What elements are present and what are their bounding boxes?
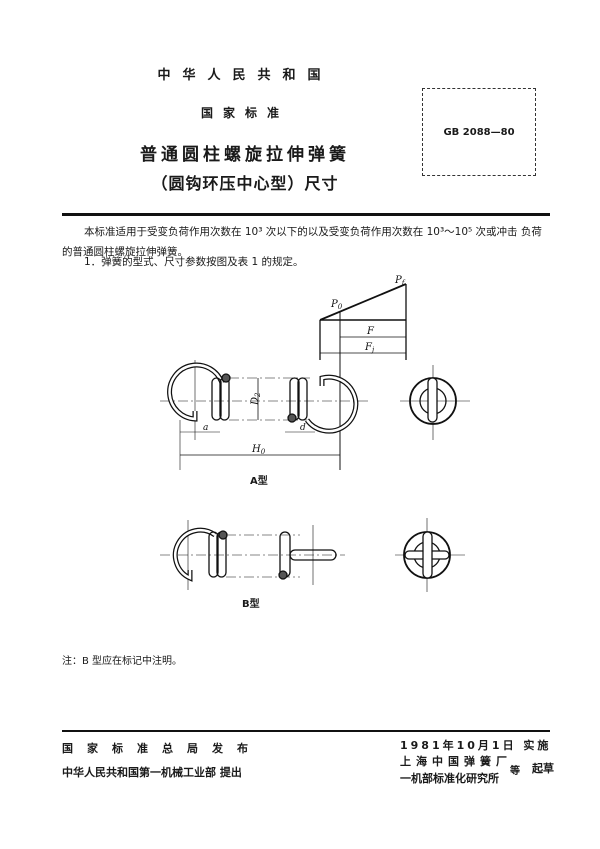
document-subtitle: （圆钩环压中心型）尺寸 (151, 174, 339, 193)
label-f: F (366, 326, 375, 337)
standard-code: GB 2088—80 (443, 126, 515, 138)
drafter-2: 一机部标准化研究所 (400, 772, 499, 785)
type-b-caption: B型 (242, 599, 260, 610)
proposer: 中华人民共和国第一机械工业部 提出 (62, 766, 242, 779)
type-b-spring-side-view (160, 520, 345, 590)
drafter-suffix: 等 (510, 766, 520, 777)
scope-paragraph: 本标准适用于受变负荷作用次数在 10³ 次以下的以及受变负荷作用次数在 10³～… (62, 226, 542, 258)
standard-code-box: GB 2088—80 (422, 88, 536, 176)
clause-1-paragraph: 1．弹簧的型式、尺寸参数按图及表 1 的规定。 (84, 256, 304, 268)
type-b-spring-end-view (395, 518, 465, 592)
type-a-spring-side-view (160, 360, 370, 470)
label-p0: P0 (330, 299, 343, 311)
label-a: a (203, 423, 208, 433)
country-heading: 中华人民共和国 (157, 68, 333, 83)
document-title: 普通圆柱螺旋拉伸弹簧 (140, 145, 350, 165)
label-d2: D2 (250, 392, 262, 406)
type-a-spring-end-view (400, 365, 470, 440)
drafter-1: 上海中国弹簧厂 (400, 755, 512, 768)
footer-divider (62, 730, 550, 732)
label-pf: Pf (394, 275, 406, 287)
label-h0: H0 (251, 444, 266, 456)
header-divider (62, 213, 550, 216)
effective-date: 1981年10月1日 实施 (400, 739, 552, 752)
label-d: d (300, 423, 306, 433)
publisher: 国家标准总局发布 (62, 742, 262, 755)
type-a-caption: A型 (250, 476, 268, 487)
label-fj: Fj (364, 342, 375, 354)
drafted-label: 起草 (532, 762, 554, 775)
standard-label: 国家标准 (200, 106, 289, 120)
figure-note: 注：B 型应在标记中注明。 (62, 656, 183, 667)
